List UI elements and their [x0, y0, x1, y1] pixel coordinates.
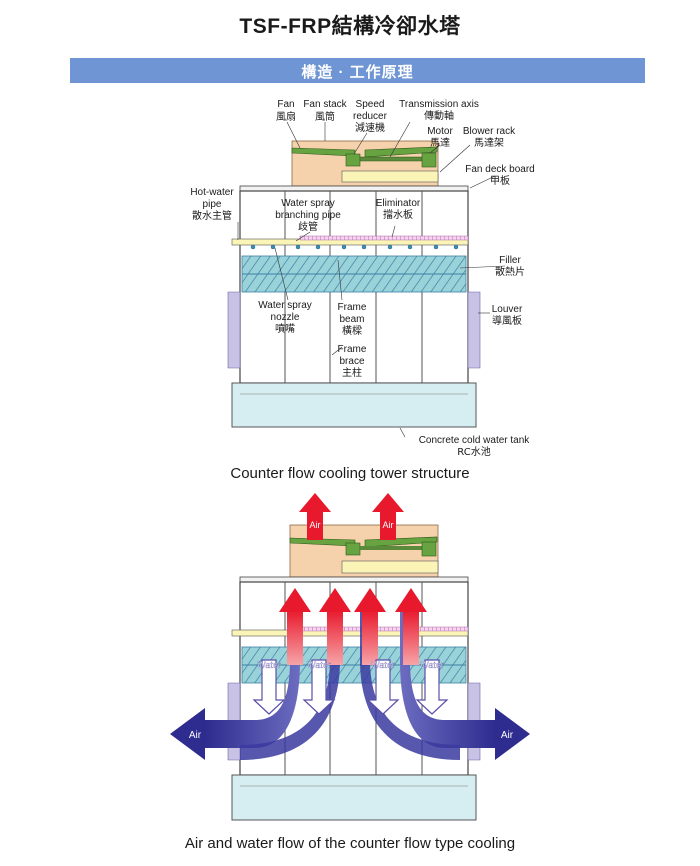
label-branching-pipe: Water spray	[281, 198, 335, 209]
label-eliminator: Eliminator	[376, 198, 421, 209]
svg-text:Water: Water	[307, 660, 331, 670]
water-labels: Water Water Water Water	[257, 660, 444, 670]
label-blower-rack: Blower rack	[463, 126, 516, 137]
svg-text:Water: Water	[257, 660, 281, 670]
label-spray-nozzle-zh: 噴嘴	[275, 323, 295, 335]
label-speed-reducer-2: reducer	[353, 111, 388, 122]
label-blower-rack-zh: 馬達架	[474, 137, 504, 149]
structure-diagram: Fan 風扇 Fan stack 風筒 Speed reducer 減速機 Tr…	[190, 99, 534, 458]
label-spray-nozzle: Water spray	[258, 300, 312, 311]
label-fan-deck-board: Fan deck board	[465, 164, 535, 175]
svg-text:Water: Water	[371, 660, 395, 670]
label-louver: Louver	[492, 304, 523, 315]
label-speed-reducer-zh: 減速機	[355, 121, 385, 134]
label-fan-stack-zh: 風筒	[315, 110, 335, 123]
fan-deck-board	[239, 185, 469, 192]
caption-flow: Air and water flow of the counter flow t…	[184, 835, 516, 852]
label-branching-pipe-2: branching pipe	[275, 210, 341, 221]
label-fan-stack: Fan stack	[303, 99, 347, 110]
label-frame-brace: Frame	[338, 344, 367, 355]
eliminator	[299, 235, 469, 241]
page-title: TSF-FRP結構冷卻水塔	[239, 15, 461, 38]
label-frame-brace-zh: 主柱	[342, 366, 362, 379]
louver-left	[227, 291, 241, 369]
air-out-arrow-left: Air	[299, 493, 331, 540]
cold-water-tank-2	[231, 774, 477, 821]
label-spray-nozzle-2: nozzle	[271, 312, 300, 323]
air-in-label-left: Air	[189, 730, 202, 741]
label-frame-beam: Frame	[338, 302, 367, 313]
label-transmission-axis: Transmission axis	[399, 99, 479, 110]
svg-text:Air: Air	[310, 520, 321, 530]
cold-water-tank	[231, 382, 477, 428]
air-in-arrow-right	[400, 610, 495, 748]
label-filler-zh: 散熱片	[495, 265, 525, 278]
motor	[421, 152, 437, 168]
label-hot-water-pipe-zh: 散水主管	[192, 209, 232, 222]
label-frame-brace-2: brace	[339, 356, 364, 367]
label-hot-water-pipe-2: pipe	[203, 199, 222, 210]
label-eliminator-zh: 擋水板	[383, 208, 413, 221]
label-speed-reducer: Speed	[356, 99, 385, 110]
label-frame-beam-2: beam	[339, 314, 364, 325]
label-louver-zh: 導風板	[492, 314, 522, 327]
label-fan: Fan	[277, 99, 294, 110]
label-fan-deck-board-zh: 甲板	[490, 174, 510, 187]
air-rising-arrows	[279, 588, 427, 665]
flow-diagram: Air Air Air Air Water	[170, 493, 530, 821]
label-motor-zh: 馬達	[430, 137, 450, 149]
blower-rack	[341, 170, 439, 183]
caption-structure: Counter flow cooling tower structure	[230, 465, 470, 482]
transmission-axis	[359, 156, 423, 162]
section-banner-text: 構造 · 工作原理	[301, 64, 414, 81]
water-down-arrows	[252, 659, 449, 715]
speed-reducer	[345, 153, 361, 167]
label-motor: Motor	[427, 126, 453, 137]
spray-nozzles	[250, 244, 459, 250]
label-branching-pipe-zh: 歧管	[298, 220, 318, 233]
louver-right	[467, 291, 481, 369]
label-frame-beam-zh: 橫樑	[342, 324, 362, 337]
label-cold-water-tank-zh: RC水池	[457, 445, 490, 458]
section-banner: 構造 · 工作原理	[70, 58, 645, 83]
label-filler: Filler	[499, 255, 521, 266]
svg-text:Water: Water	[420, 660, 444, 670]
label-fan-zh: 風扇	[276, 110, 296, 123]
air-out-arrow-right: Air	[372, 493, 404, 540]
label-transmission-axis-zh: 傳動軸	[424, 109, 454, 122]
label-hot-water-pipe: Hot-water	[190, 187, 234, 198]
air-in-label-right: Air	[501, 730, 514, 741]
svg-text:Air: Air	[383, 520, 394, 530]
label-cold-water-tank: Concrete cold water tank	[419, 435, 531, 446]
air-in-arrow-left	[205, 610, 300, 748]
